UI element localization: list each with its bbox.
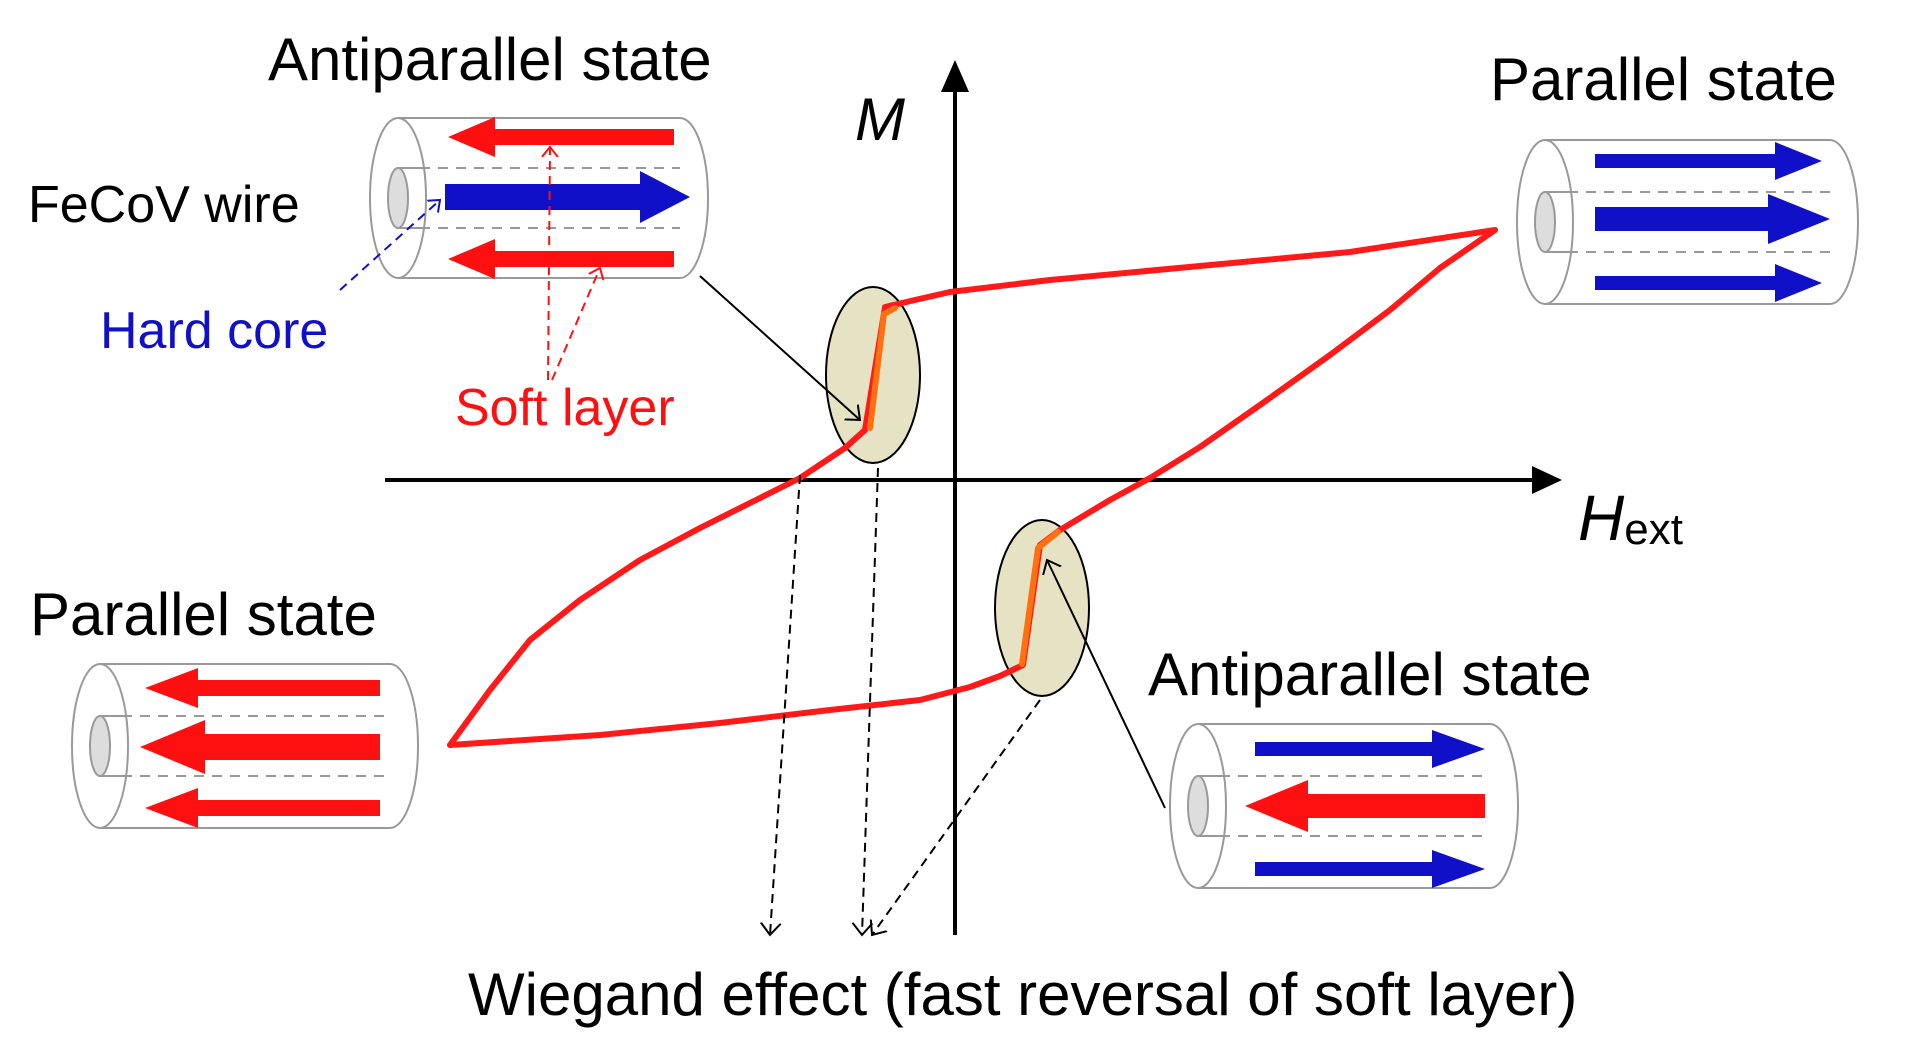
antiparallel-bottom-pointer: [1047, 560, 1166, 809]
parallel-bottom-arrow-2: [140, 720, 380, 774]
wire-cylinder-top-left: [369, 117, 709, 279]
antiparallel-top-pointer: [699, 275, 860, 420]
axes: M Hext: [385, 60, 1683, 935]
wiegand-pointers: [770, 467, 1041, 935]
hard-core-arrow-top: [445, 171, 690, 223]
soft-layer-pointer-upper: [548, 147, 550, 381]
antiparallel-state-top-title: Antiparallel state: [268, 26, 712, 93]
parallel-top-arrow-3: [1595, 264, 1822, 302]
antiparallel-bottom-soft-arrow: [1245, 780, 1485, 832]
hard-core-pointer: [339, 200, 440, 291]
antiparallel-bottom-hard-arrow-upper: [1255, 730, 1485, 768]
wiegand-jump-ellipse-lower: [994, 519, 1090, 697]
fecov-wire-label: FeCoV wire: [28, 176, 300, 234]
x-axis-label-subscript: ext: [1624, 505, 1683, 554]
y-axis-label: M: [855, 86, 905, 153]
hysteresis-loop: [447, 227, 1498, 748]
wiegand-effect-caption: Wiegand effect (fast reversal of soft la…: [468, 961, 1577, 1028]
wiegand-pointer-left-2: [862, 467, 879, 935]
soft-layer-arrow-top-lower: [448, 239, 674, 279]
wiegand-pointer-right: [872, 699, 1041, 935]
y-axis-arrowhead: [941, 60, 969, 92]
wire-cylinder-bottom-left: [71, 663, 419, 829]
parallel-state-top-right-title: Parallel state: [1490, 46, 1837, 113]
antiparallel-state-bottom-right-title: Antiparallel state: [1148, 641, 1592, 708]
wiegand-jump-lower: [1019, 529, 1061, 667]
hard-core-label: Hard core: [100, 302, 328, 360]
antiparallel-state-top: Antiparallel state FeCoV wire Hard core …: [28, 26, 860, 437]
soft-layer-arrow-top-upper: [448, 117, 674, 157]
soft-layer-pointer-lower: [551, 268, 600, 381]
parallel-state-bottom-left-title: Parallel state: [30, 581, 377, 648]
wire-cylinder-top-right: [1516, 139, 1859, 305]
parallel-top-arrow-2: [1595, 194, 1830, 244]
soft-layer-label: Soft layer: [455, 379, 675, 437]
parallel-state-bottom-left: Parallel state: [30, 581, 419, 829]
parallel-bottom-arrow-1: [145, 668, 380, 708]
wiegand-jump-upper: [867, 305, 898, 431]
x-axis-label-main: H: [1578, 482, 1625, 554]
parallel-top-arrow-1: [1595, 142, 1822, 180]
x-axis-label: Hext: [1578, 482, 1683, 554]
wire-cylinder-bottom-right: [1169, 723, 1519, 889]
parallel-bottom-arrow-3: [145, 788, 380, 828]
parallel-state-top-right: Parallel state: [1490, 46, 1859, 305]
antiparallel-bottom-hard-arrow-lower: [1255, 850, 1485, 888]
wiegand-pointer-left-1: [770, 474, 801, 935]
x-axis-arrowhead: [1532, 466, 1562, 494]
loop-descending-branch: [447, 227, 1498, 748]
antiparallel-state-bottom-right: Antiparallel state: [1047, 560, 1592, 889]
